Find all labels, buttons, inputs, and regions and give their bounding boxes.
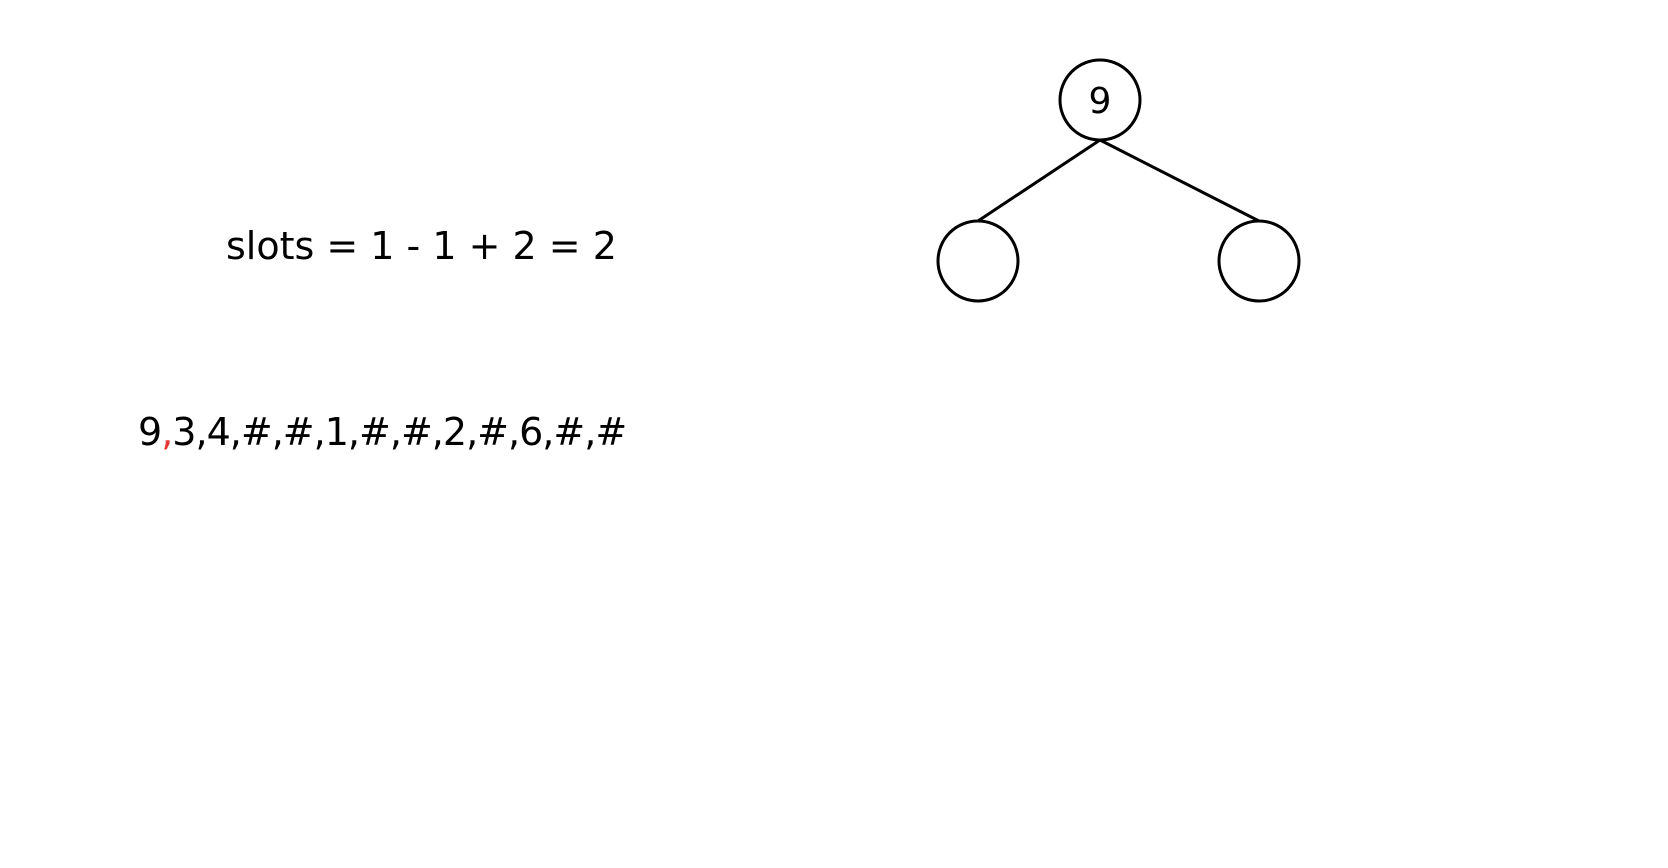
sequence-token: 4 [206,410,231,454]
sequence-token: 3 [172,410,196,454]
sequence-separator: , [271,410,284,454]
sequence-token: 1 [324,410,349,454]
sequence-separator: , [542,410,554,454]
sequence-separator: , [347,410,360,454]
sequence-token: # [477,410,509,454]
sequence-token: # [359,410,391,454]
sequence-separator-highlighted: , [161,410,173,454]
tree-node-root [1058,58,1142,142]
serialization-sequence: 9,3,4,#,#,1,#,#,2,#,6,#,# [138,408,627,456]
sequence-separator: , [508,410,520,454]
sequence-token: # [282,410,315,454]
tree-node-root-label: 9 [1089,81,1112,122]
sequence-token: # [240,410,273,454]
slots-formula: slots = 1 - 1 + 2 = 2 [226,224,617,268]
sequence-token: 9 [138,410,162,454]
tree-edge-right [1099,138,1260,223]
sequence-separator: , [389,410,402,454]
tree-node-left-empty [936,219,1020,303]
sequence-separator: , [466,410,478,454]
sequence-token: 6 [519,410,543,454]
tree-edge-left [977,138,1101,223]
sequence-separator: , [584,410,596,454]
sequence-token: # [553,410,585,454]
sequence-token: 2 [442,410,467,454]
sequence-separator: , [431,410,444,454]
sequence-separator: , [195,410,207,454]
tree-node-right-empty [1217,219,1301,303]
sequence-separator: , [313,410,326,454]
sequence-token: # [400,410,433,454]
sequence-token: # [595,410,627,454]
sequence-separator: , [229,410,242,454]
